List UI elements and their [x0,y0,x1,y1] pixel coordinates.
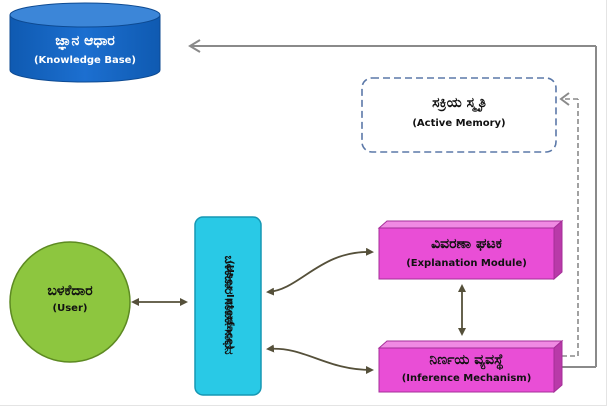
ui-inference-arrow [266,344,374,374]
knowledge-base-label-en: (Knowledge Base) [33,55,136,66]
user-circle [9,241,131,363]
inference-mechanism-label-kn: ನಿರ್ಣಯ ವ್ಯವಸ್ಥೆ [429,352,504,368]
memory-connector [559,92,579,357]
active-memory-label-en: (Active Memory) [412,118,506,129]
knowledge-base-cylinder [9,2,161,83]
ui-explanation-arrow [266,247,374,296]
explanation-module-box [377,219,564,281]
user-interface-label-en: (User Interface) [224,260,235,350]
explanation-module-label-en: (Explanation Module) [406,258,527,269]
inference-mechanism-box [377,339,564,394]
explanation-module-label-kn: ವಿವರಣಾ ಘಟಕ [431,236,502,252]
user-interface-box [194,216,262,396]
active-memory-label-kn: ಸಕ್ರಿಯ ಸ್ಮೃತಿ [432,95,486,111]
knowledge-base-label-kn: ಜ್ಞಾನ ಆಧಾರ [55,33,115,49]
user-label-kn: ಬಳಕೆದಾರ [47,283,93,299]
inference-mechanism-label-en: (Inference Mechanism) [401,373,532,384]
active-memory-box [361,77,557,153]
user-label-en: (User) [52,303,88,314]
feedback-connector [188,39,597,368]
